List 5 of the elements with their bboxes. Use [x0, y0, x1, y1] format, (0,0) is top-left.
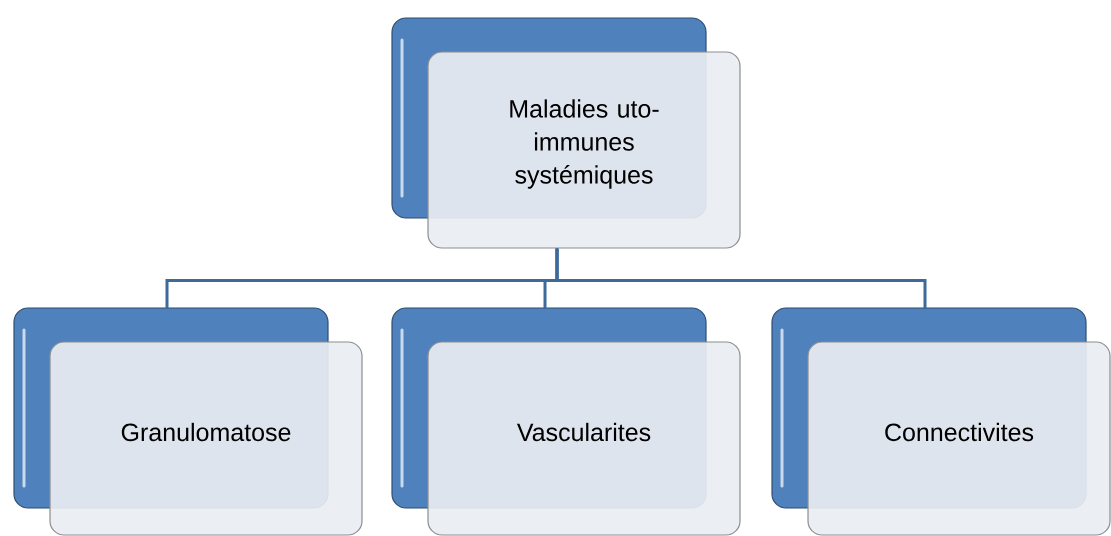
connector-line	[555, 248, 927, 308]
card-box: Granulomatose	[13, 307, 363, 536]
card-box: Vascularites	[391, 307, 741, 536]
card-box: Maladies uto-immunes systémiques	[391, 17, 741, 249]
card-box: Connectivites	[771, 307, 1111, 536]
